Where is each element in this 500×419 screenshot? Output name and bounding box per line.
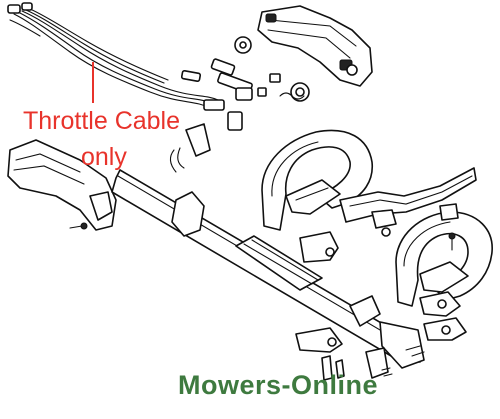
handlebar-bracket: [339, 167, 477, 237]
shaft-clamps: [295, 231, 425, 381]
rear-handle-grip: [7, 139, 117, 231]
loop-handle-left: [261, 129, 373, 231]
drive-shaft: [111, 169, 425, 369]
callout-label-line1: Throttle Cable: [23, 107, 181, 135]
loop-handle-right: [395, 203, 493, 341]
throttle-handle-housing: [257, 5, 373, 87]
callout-label-line2: only: [81, 143, 127, 171]
throttle-small-parts: [169, 36, 310, 173]
brand-watermark: Mowers-Online: [177, 370, 379, 400]
throttle-cable: [7, 2, 243, 131]
